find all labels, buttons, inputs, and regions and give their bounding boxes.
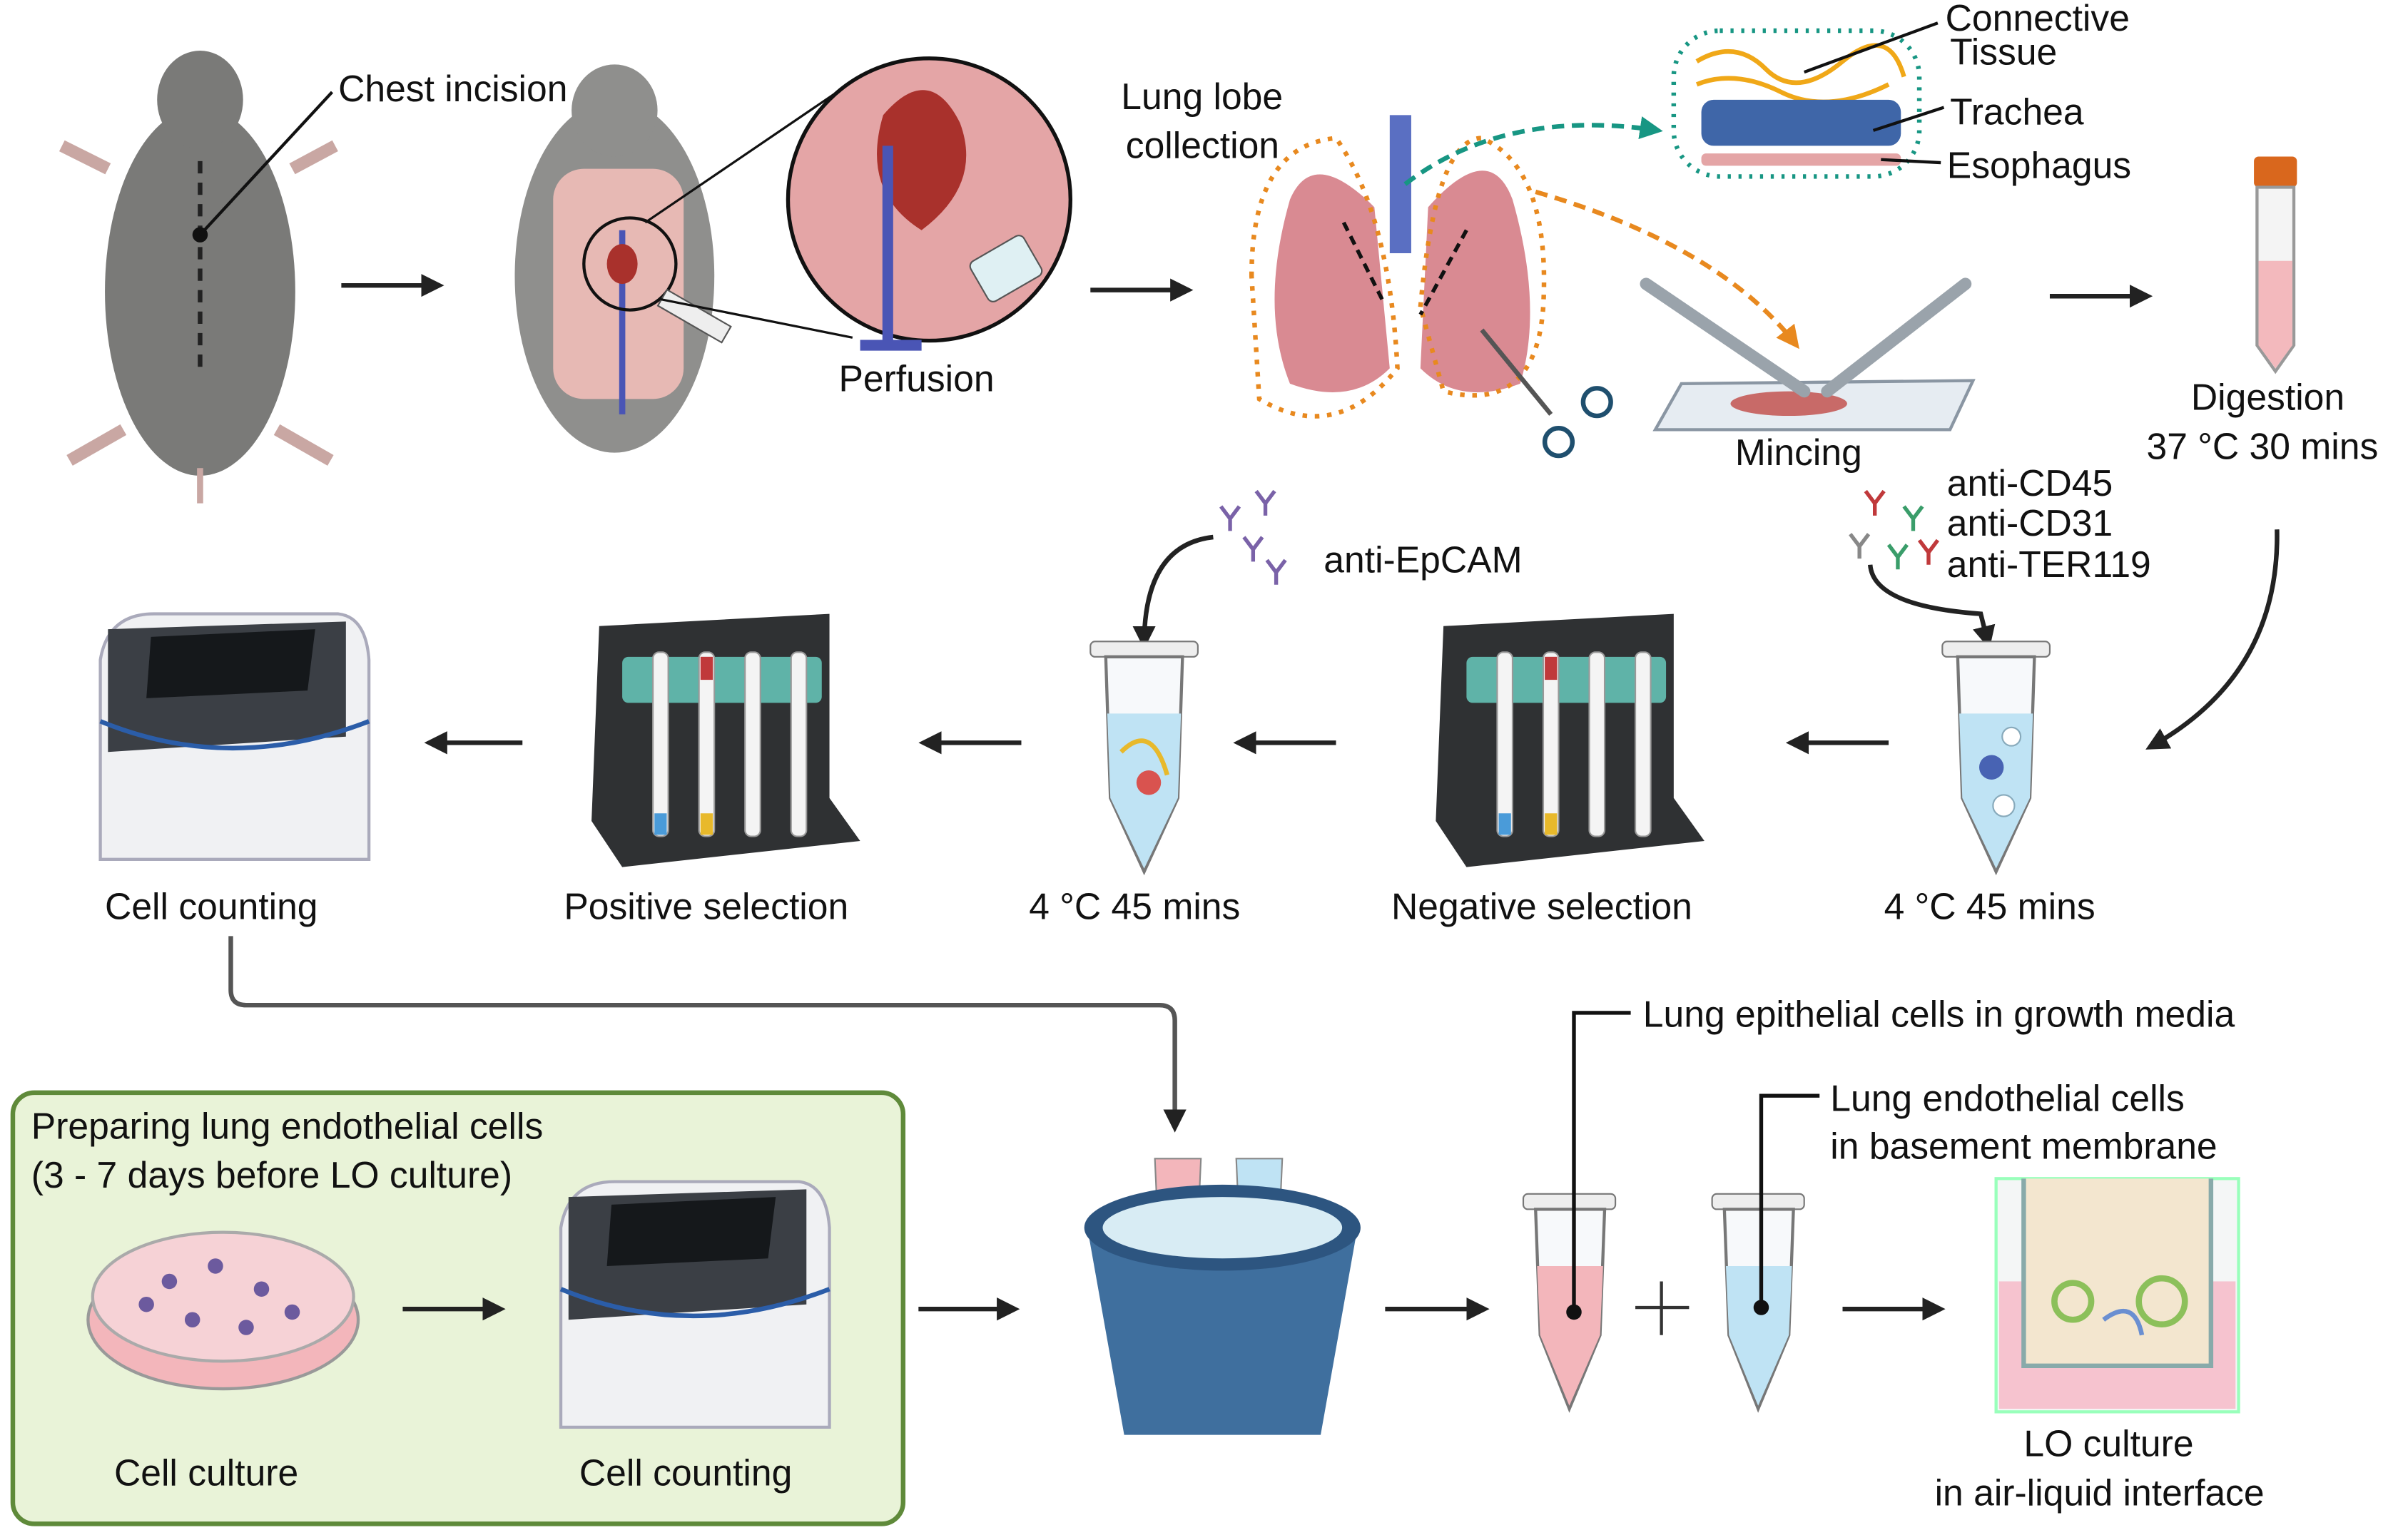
antibody-icon xyxy=(1849,489,1996,649)
mouse-illustration xyxy=(59,50,338,504)
plus-icon xyxy=(1635,1281,1690,1335)
petri-dish-illustration xyxy=(86,1230,360,1391)
label-cell-counting-bottom: Cell counting xyxy=(579,1452,792,1494)
label-perfusion: Perfusion xyxy=(838,358,994,399)
label-epithelial: Lung epithelial cells in growth media xyxy=(1643,993,2235,1034)
label-esophagus: Esophagus xyxy=(1947,145,2131,186)
label-digestion-conditions: 37 °C 30 mins xyxy=(2146,425,2378,466)
label-chest-incision: Chest incision xyxy=(338,68,567,109)
conical-tube-icon xyxy=(2254,156,2297,374)
epithelial-cell-tube-icon xyxy=(1522,1011,1631,1413)
label-anti-cd45: anti-CD45 xyxy=(1947,462,2113,504)
label-anti-cd31: anti-CD31 xyxy=(1947,502,2113,544)
antibody-icon xyxy=(1132,489,1287,650)
arrow xyxy=(2145,529,2280,750)
lung-illustration xyxy=(1249,115,1799,459)
label-connective: Connective xyxy=(1946,0,2130,39)
label-endothelial-2: in basement membrane xyxy=(1830,1125,2217,1166)
label-negative-selection: Negative selection xyxy=(1391,886,1692,927)
label-lo-culture-2: in air-liquid interface xyxy=(1935,1472,2265,1514)
label-incubation-2: 4 °C 45 mins xyxy=(1884,886,2095,927)
label-positive-selection: Positive selection xyxy=(564,886,848,927)
label-lo-culture-1: LO culture xyxy=(2023,1423,2193,1464)
mincing-illustration xyxy=(1640,277,1976,432)
label-trachea: Trachea xyxy=(1950,91,2084,132)
microtube-icon xyxy=(1941,641,2051,876)
label-mincing: Mincing xyxy=(1735,432,1862,473)
microtube-icon xyxy=(1089,641,1199,876)
endothelial-cell-tube-icon xyxy=(1711,1093,1820,1413)
ice-bucket-illustration xyxy=(1084,1158,1361,1435)
panel-title-1: Preparing lung endothelial cells xyxy=(31,1105,543,1146)
label-digestion: Digestion xyxy=(2191,376,2345,417)
trachea-tissue-illustration xyxy=(1671,21,1945,179)
label-lung-lobe-1: Lung lobe xyxy=(1121,76,1283,117)
label-lung-lobe-2: collection xyxy=(1126,125,1279,166)
label-endothelial-1: Lung endothelial cells xyxy=(1830,1078,2185,1119)
label-cell-culture: Cell culture xyxy=(114,1452,298,1494)
magnetic-rack-illustration xyxy=(1436,613,1705,867)
panel-title-2: (3 - 7 days before LO culture) xyxy=(31,1154,512,1195)
label-incubation-1: 4 °C 45 mins xyxy=(1029,886,1240,927)
cell-counter-illustration xyxy=(98,612,371,861)
label-tissue: Tissue xyxy=(1950,31,2057,72)
endothelial-preparation-panel: Preparing lung endothelial cells (3 - 7 … xyxy=(10,1090,906,1526)
transwell-culture-illustration xyxy=(1994,1177,2240,1414)
label-anti-ter119: anti-TER119 xyxy=(1947,544,2151,585)
cell-counter-illustration xyxy=(559,1180,831,1429)
label-anti-epcam: anti-EpCAM xyxy=(1324,539,1522,580)
perfusion-mouse-illustration xyxy=(514,56,1073,453)
magnetic-rack-illustration xyxy=(591,613,860,867)
connector-arrow xyxy=(228,936,1187,1133)
label-cell-counting-top: Cell counting xyxy=(105,886,317,927)
